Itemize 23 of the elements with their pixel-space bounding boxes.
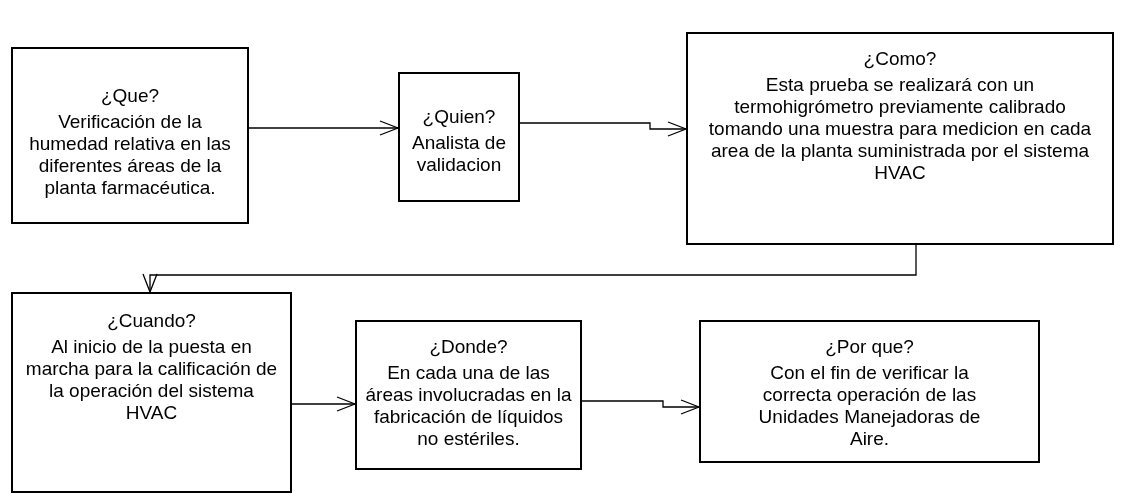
process-box [699,320,1040,463]
process-box [11,292,292,493]
description-text: Esta prueba se realizará con un termohigrómetro previamente calibrado tomando una muestra para medicion en cada area de la planta suministrada por el sistema HVAC [707,74,1093,184]
question-heading: ¿Donde? [429,336,508,358]
arrow [519,121,687,137]
arrow [291,396,356,412]
description-text: Verificación de la humedad relativa en las diferentes áreas de la planta farmacéutica. [28,111,232,199]
arrow [581,399,700,415]
process-box [355,320,582,470]
question-heading: ¿Como? [863,48,937,70]
arrow [248,120,399,136]
question-heading: ¿Cuando? [107,310,196,332]
arrow [142,244,917,293]
process-box [398,72,520,202]
description-text: Al inicio de la puesta en marcha para la calificación de la operación del sistema HVAC [24,336,279,424]
description-text: En cada una de las áreas involucradas en la fabricación de líquidos no estériles. [365,362,572,450]
question-heading: ¿Que? [100,85,160,107]
question-heading: ¿Quien? [422,106,496,128]
description-text: Con el fin de verificar la correcta operación de las Unidades Manejadoras de Aire. [757,362,982,450]
question-heading: ¿Por que? [825,336,914,358]
description-text: Analista de validacion [411,132,507,176]
process-box [11,47,249,224]
process-box [686,32,1114,245]
